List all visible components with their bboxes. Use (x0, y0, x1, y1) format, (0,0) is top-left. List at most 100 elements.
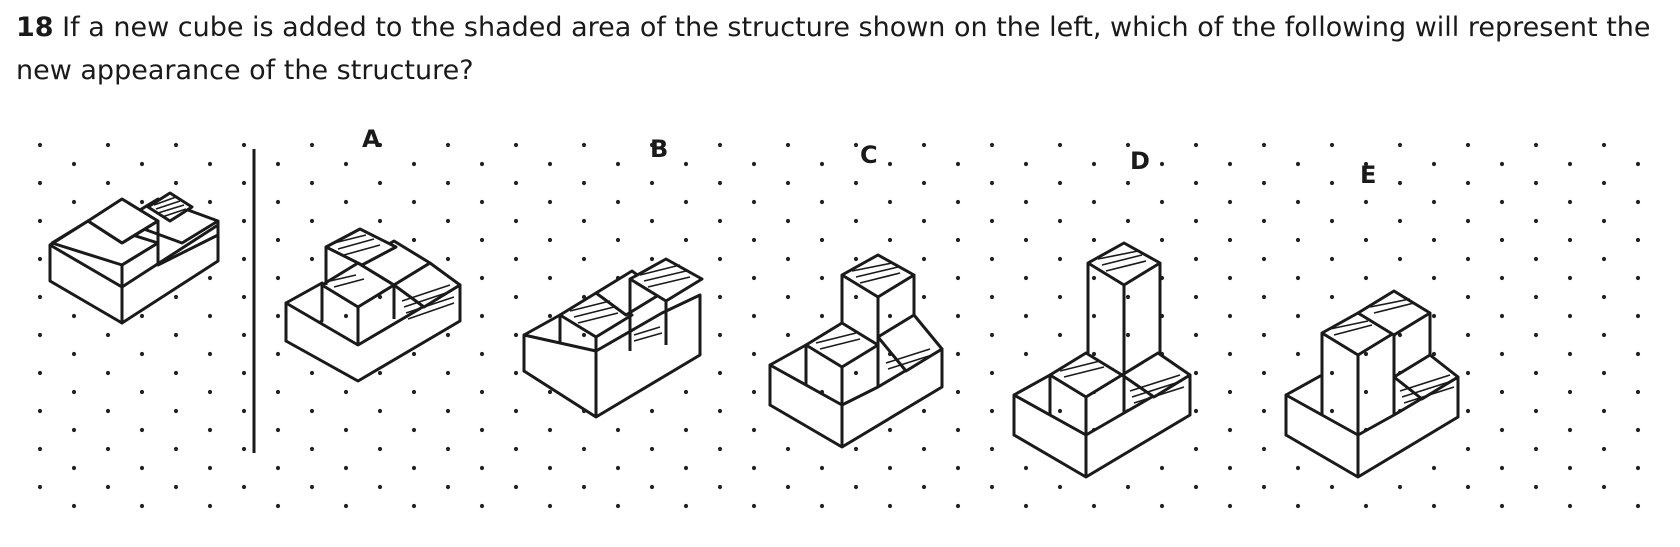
grid-dot (1465, 180, 1471, 186)
grid-dot (411, 427, 417, 433)
grid-dot (1397, 218, 1403, 224)
grid-dot (1329, 408, 1335, 414)
grid-dot (207, 275, 213, 281)
grid-dot (989, 332, 995, 338)
grid-dot (1261, 180, 1267, 186)
grid-dot (1057, 332, 1063, 338)
grid-dot (377, 484, 383, 490)
grid-dot (173, 332, 179, 338)
grid-dot (479, 275, 485, 281)
grid-dot (513, 218, 519, 224)
grid-dot (513, 484, 519, 490)
grid-dot (513, 370, 519, 376)
grid-dot (1465, 294, 1471, 300)
grid-dot (241, 370, 247, 376)
grid-dot (751, 275, 757, 281)
option-label-e: E (1360, 161, 1376, 189)
grid-dot (71, 351, 77, 357)
grid-dot (751, 199, 757, 205)
grid-dot (37, 180, 43, 186)
grid-dot (955, 275, 961, 281)
grid-dot (989, 370, 995, 376)
grid-dot (1091, 237, 1097, 243)
option-b-structure-icon (522, 257, 704, 419)
grid-dot (1635, 237, 1641, 243)
grid-dot (989, 218, 995, 224)
grid-dot (785, 218, 791, 224)
grid-dot (411, 503, 417, 509)
grid-dot (1567, 237, 1573, 243)
grid-dot (173, 180, 179, 186)
grid-dot (445, 484, 451, 490)
grid-dot (683, 503, 689, 509)
grid-dot (581, 332, 587, 338)
grid-dot (1159, 465, 1165, 471)
grid-dot (1295, 237, 1301, 243)
grid-dot (1499, 503, 1505, 509)
grid-dot (241, 256, 247, 262)
grid-dot (547, 465, 553, 471)
grid-dot (921, 218, 927, 224)
grid-dot (173, 370, 179, 376)
grid-dot (955, 199, 961, 205)
grid-dot (1465, 142, 1471, 148)
grid-dot (1499, 237, 1505, 243)
grid-dot (1057, 294, 1063, 300)
grid-dot (1635, 465, 1641, 471)
grid-dot (1363, 161, 1369, 167)
grid-dot (139, 199, 145, 205)
grid-dot (989, 256, 995, 262)
grid-dot (37, 446, 43, 452)
grid-dot (1601, 142, 1607, 148)
grid-dot (1601, 218, 1607, 224)
grid-dot (717, 294, 723, 300)
grid-dot (513, 256, 519, 262)
option-a-structure-icon (284, 227, 462, 383)
grid-dot (1465, 446, 1471, 452)
grid-dot (275, 465, 281, 471)
grid-dot (1397, 180, 1403, 186)
grid-dot (887, 427, 893, 433)
grid-dot (105, 408, 111, 414)
grid-dot (1465, 408, 1471, 414)
grid-dot (1431, 351, 1437, 357)
grid-dot (207, 161, 213, 167)
grid-dot (887, 503, 893, 509)
grid-dot (1227, 237, 1233, 243)
grid-dot (1397, 484, 1403, 490)
grid-dot (309, 256, 315, 262)
grid-dot (1091, 199, 1097, 205)
grid-dot (37, 370, 43, 376)
grid-dot (819, 237, 825, 243)
grid-dot (547, 503, 553, 509)
grid-dot (1567, 275, 1573, 281)
grid-dot (581, 142, 587, 148)
grid-dot (513, 294, 519, 300)
grid-dot (785, 142, 791, 148)
grid-dot (1567, 161, 1573, 167)
grid-dot (1023, 199, 1029, 205)
grid-dot (1329, 484, 1335, 490)
grid-dot (343, 313, 349, 319)
grid-dot (989, 408, 995, 414)
grid-dot (1567, 503, 1573, 509)
grid-dot (1363, 351, 1369, 357)
grid-dot (819, 503, 825, 509)
grid-dot (1227, 199, 1233, 205)
grid-dot (207, 313, 213, 319)
grid-dot (105, 484, 111, 490)
grid-dot (1261, 142, 1267, 148)
grid-dot (207, 503, 213, 509)
grid-dot (1057, 142, 1063, 148)
grid-dot (1227, 313, 1233, 319)
grid-dot (411, 351, 417, 357)
grid-dot (241, 142, 247, 148)
grid-dot (1635, 199, 1641, 205)
grid-dot (207, 389, 213, 395)
grid-dot (853, 484, 859, 490)
grid-dot (1227, 351, 1233, 357)
grid-dot (1193, 370, 1199, 376)
grid-dot (921, 408, 927, 414)
grid-dot (649, 142, 655, 148)
grid-dot (581, 180, 587, 186)
